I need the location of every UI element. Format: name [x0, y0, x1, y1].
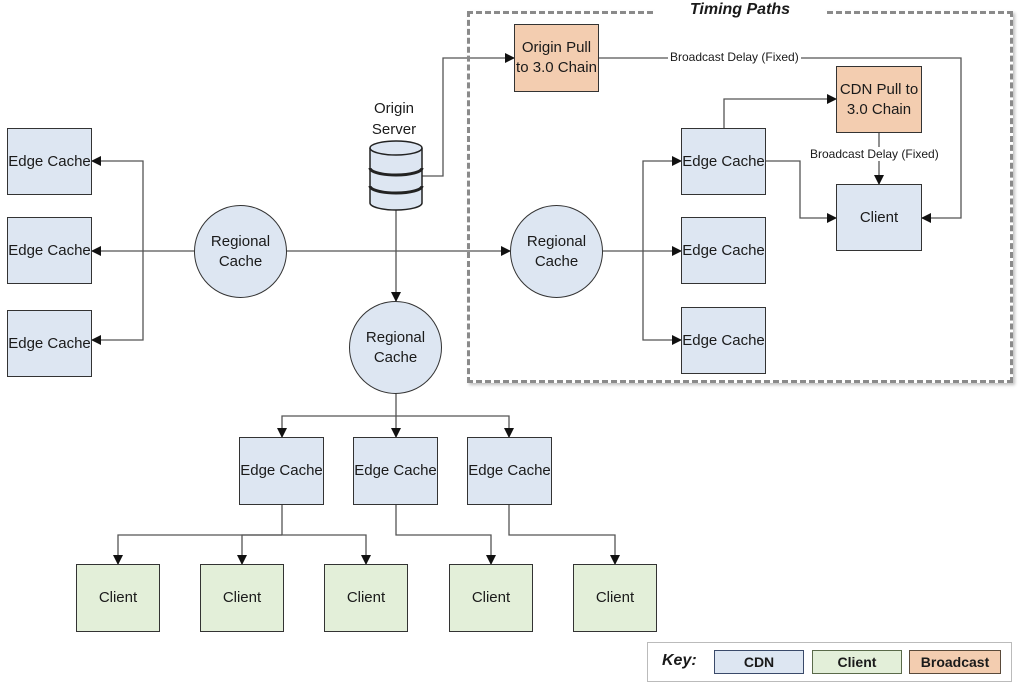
right-regional-cache-node[interactable]: Regional Cache	[510, 205, 603, 298]
left-edge-cache-node-3[interactable]: Edge Cache	[7, 310, 92, 377]
client-node-5[interactable]: Client	[573, 564, 657, 632]
edge-to-client-line	[766, 160, 837, 223]
timing-paths-title: Timing Paths	[655, 0, 825, 20]
client-label: Client	[471, 589, 511, 606]
client-node-3[interactable]: Client	[324, 564, 408, 632]
cdn-pull-label: CDN Pull to 3.0 Chain	[839, 80, 919, 118]
origin-pull-label: Origin Pull to 3.0 Chain	[516, 39, 597, 76]
bottom-regional-cache-label: Regional Cache	[365, 328, 426, 366]
edge1-to-client-2	[237, 534, 282, 565]
edge3-to-client-5	[508, 505, 620, 565]
edge-cache-label: Edge Cache	[468, 462, 551, 479]
left-regional-to-edge-bottom	[91, 251, 144, 345]
edge-cache-label: Edge Cache	[8, 241, 91, 259]
edge-cache-label: Edge Cache	[8, 152, 91, 170]
edge-cache-label: Edge Cache	[682, 241, 765, 259]
edge-cache-label: Edge Cache	[682, 331, 765, 349]
right-regional-to-edge-top	[642, 156, 682, 251]
broadcast-delay-label-top: Broadcast Delay (Fixed)	[668, 50, 801, 64]
edge1-to-client-1	[113, 534, 282, 565]
client-label: Client	[222, 589, 262, 606]
edge-cache-label: Edge Cache	[682, 152, 765, 170]
right-edge-cache-node-3[interactable]: Edge Cache	[681, 307, 766, 374]
bottom-edge-cache-node-3[interactable]: Edge Cache	[467, 437, 552, 505]
right-edge-cache-node-1[interactable]: Edge Cache	[681, 128, 766, 195]
broadcast-delay-label-mid: Broadcast Delay (Fixed)	[808, 147, 941, 161]
left-regional-cache-label: Regional Cache	[210, 232, 271, 270]
right-edge-cache-node-2[interactable]: Edge Cache	[681, 217, 766, 284]
bottom-regional-to-edge-3	[396, 415, 514, 438]
left-edge-cache-node-2[interactable]: Edge Cache	[7, 217, 92, 284]
client-node-4[interactable]: Client	[449, 564, 533, 632]
legend-label-cdn: CDN	[743, 654, 775, 670]
legend-label-broadcast: Broadcast	[920, 654, 990, 670]
origin-to-origin-pull-line	[420, 53, 515, 177]
bottom-regional-to-edge-1	[277, 415, 396, 438]
client-label: Client	[595, 589, 635, 606]
bottom-edge-cache-node-2[interactable]: Edge Cache	[353, 437, 438, 505]
origin-pull-node[interactable]: Origin Pull to 3.0 Chain	[514, 24, 599, 92]
edge2-to-client-4	[395, 505, 496, 565]
legend-item-cdn: CDN	[714, 650, 804, 674]
database-icon	[368, 140, 424, 211]
right-regional-cache-label: Regional Cache	[526, 232, 587, 270]
edge-cache-label: Edge Cache	[240, 462, 323, 479]
timing-client-label: Client	[859, 208, 899, 226]
legend-title: Key:	[662, 652, 697, 669]
right-regional-to-edge-bottom	[642, 251, 682, 345]
client-label: Client	[346, 589, 386, 606]
left-regional-to-edge-top	[91, 156, 144, 251]
edge-to-cdn-pull-line	[723, 94, 837, 128]
left-regional-cache-node[interactable]: Regional Cache	[194, 205, 287, 298]
edge-cache-label: Edge Cache	[354, 462, 437, 479]
legend-label-client: Client	[837, 654, 877, 670]
legend-item-broadcast: Broadcast	[909, 650, 1001, 674]
bottom-edge-cache-node-1[interactable]: Edge Cache	[239, 437, 324, 505]
legend: Key: CDN Client Broadcast	[647, 642, 1012, 682]
client-node-1[interactable]: Client	[76, 564, 160, 632]
origin-server-label: Origin Server	[371, 100, 417, 138]
bottom-regional-cache-node[interactable]: Regional Cache	[349, 301, 442, 394]
timing-client-node[interactable]: Client	[836, 184, 922, 251]
client-node-2[interactable]: Client	[200, 564, 284, 632]
cdn-pull-node[interactable]: CDN Pull to 3.0 Chain	[836, 66, 922, 133]
client-label: Client	[98, 589, 138, 606]
legend-item-client: Client	[812, 650, 902, 674]
edge-cache-label: Edge Cache	[8, 334, 91, 352]
left-edge-cache-node-1[interactable]: Edge Cache	[7, 128, 92, 195]
edge1-to-client-3	[282, 534, 371, 565]
